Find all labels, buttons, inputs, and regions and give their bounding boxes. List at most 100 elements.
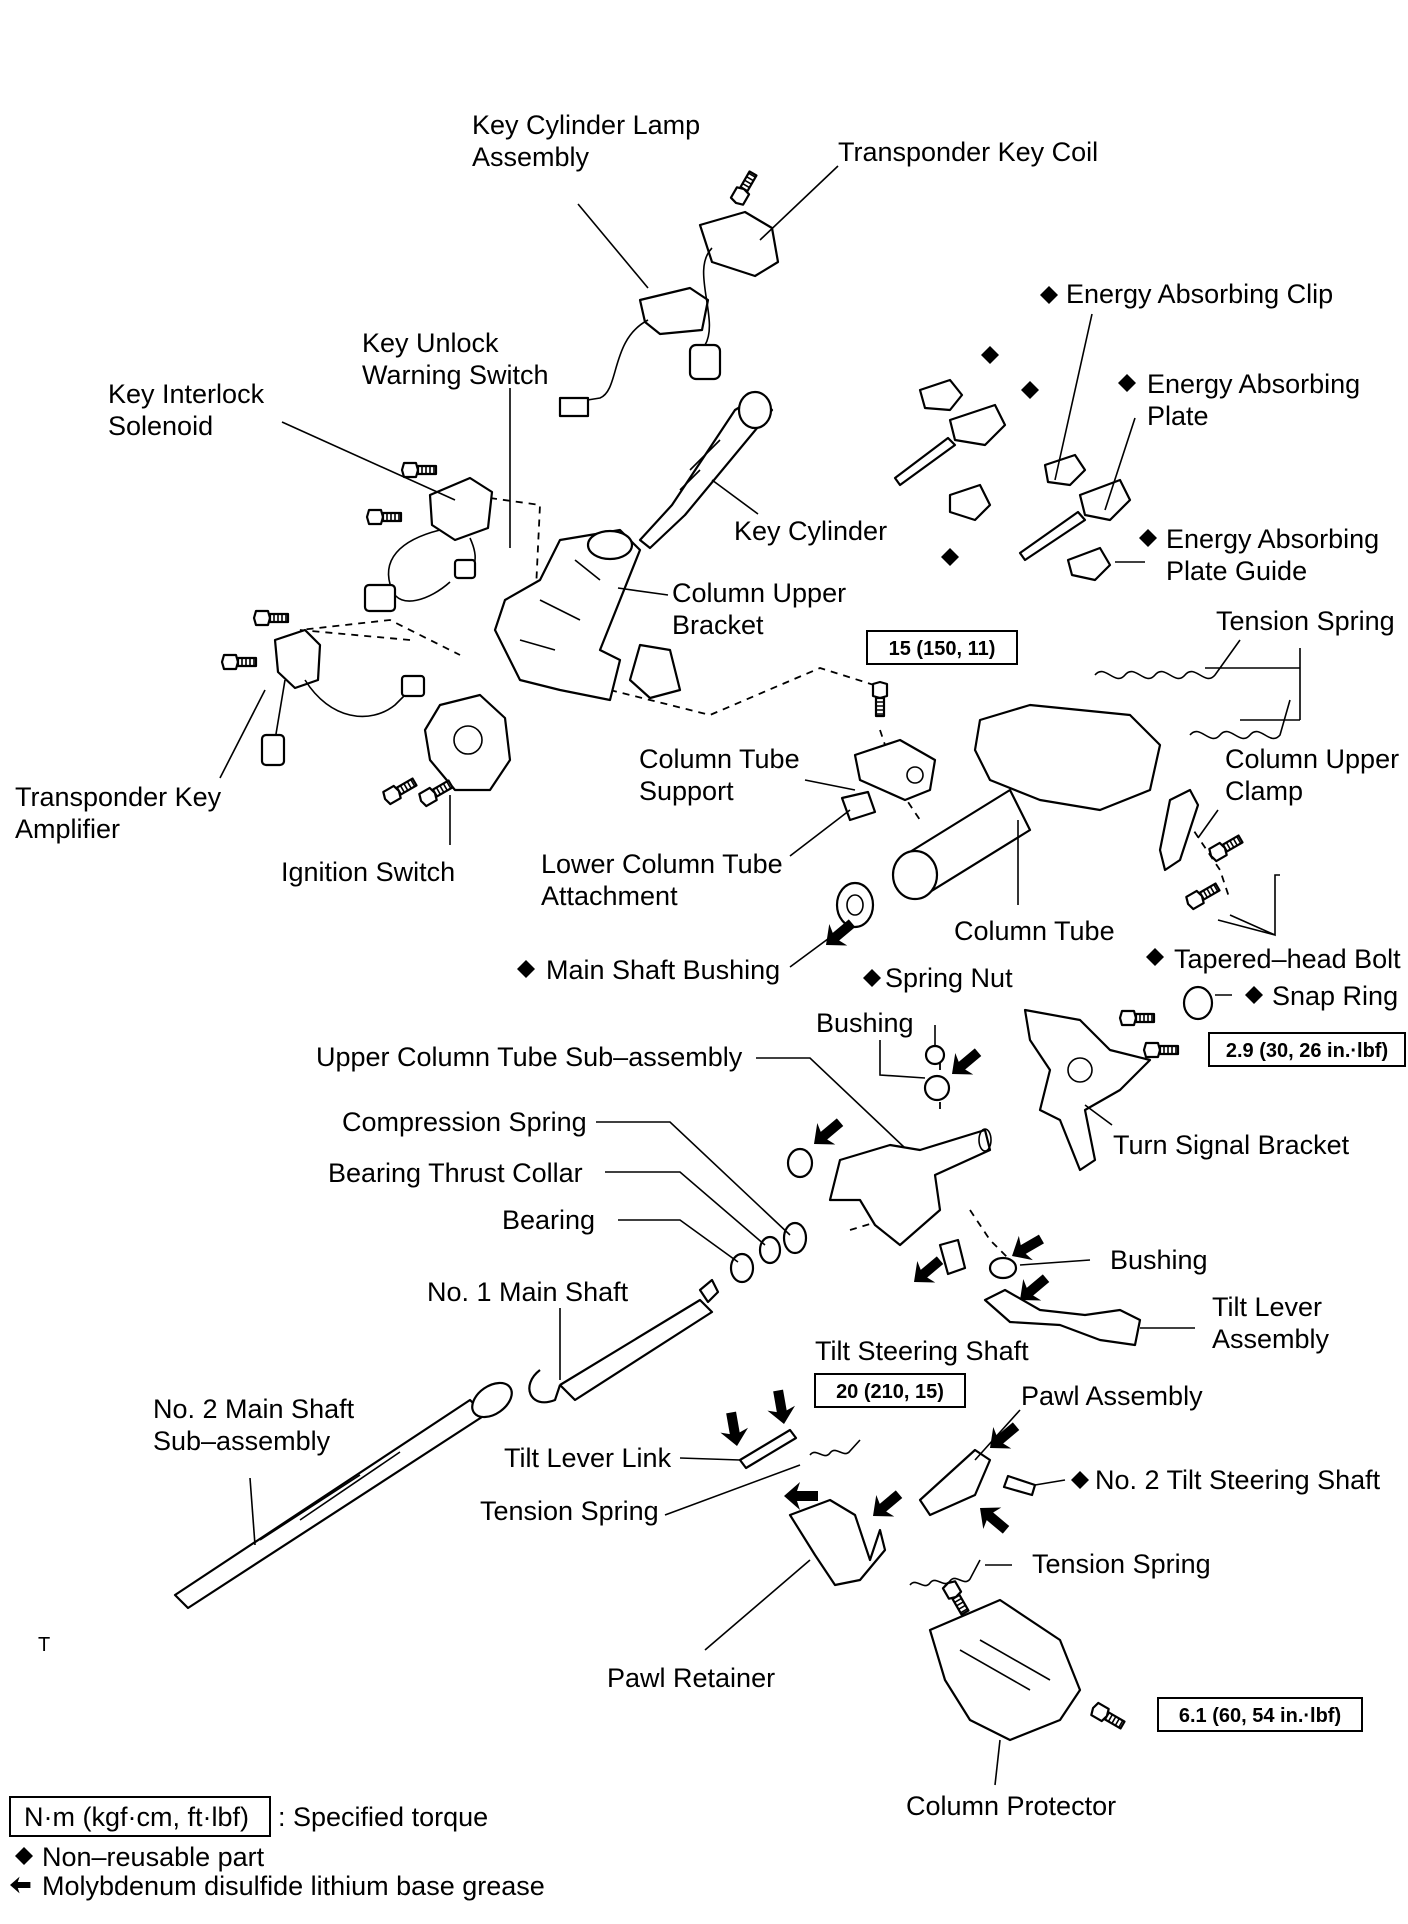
label-key-unlock: Key Unlock <box>362 328 499 358</box>
grease-arrow-icon <box>805 1111 850 1155</box>
column-tube-support-part <box>840 680 937 822</box>
label-bushing-lower: Bushing <box>1110 1245 1208 1275</box>
legend-nonreusable: Non–reusable part <box>42 1842 265 1872</box>
legend: N·m (kgf·cm, ft·lbf) : Specified torque … <box>9 1796 545 1901</box>
label-ignition-switch: Ignition Switch <box>281 857 455 887</box>
torque-15: 15 (150, 11) <box>889 638 996 660</box>
tilt-mechanism-parts <box>738 1428 1037 1587</box>
label-tilt-lever: Tilt Lever <box>1212 1292 1322 1322</box>
label-column-tube-support: Column Tube <box>639 744 800 774</box>
label-column-upper-clamp: Column Upper <box>1225 744 1399 774</box>
column-upper-bracket-part <box>493 528 682 702</box>
leader-lines <box>219 165 1301 1786</box>
label-transponder-amplifier: Transponder Key <box>15 782 222 812</box>
label-tilt-steering-shaft: Tilt Steering Shaft <box>815 1336 1029 1366</box>
grease-arrow-icon <box>864 1483 909 1527</box>
upper-column-tube-part <box>828 1044 992 1247</box>
diamond-icon <box>863 969 881 987</box>
label-corner-mark: T <box>38 1634 50 1656</box>
label-pawl-retainer: Pawl Retainer <box>607 1663 775 1693</box>
label-column-upper-bracket: Column Upper <box>672 578 846 608</box>
torque-6-1: 6.1 (60, 54 in.·lbf) <box>1179 1705 1341 1727</box>
ignition-switch-part <box>380 693 512 809</box>
label-column-tube-support-2: Support <box>639 776 734 806</box>
label-column-upper-bracket-2: Bracket <box>672 610 764 640</box>
label-turn-signal-bracket: Turn Signal Bracket <box>1113 1130 1350 1160</box>
label-lower-attachment-2: Attachment <box>541 881 678 911</box>
label-key-unlock-2: Warning Switch <box>362 360 549 390</box>
diamond-icon <box>1139 529 1157 547</box>
key-cylinder-part <box>638 390 774 550</box>
label-energy-absorbing-guide-2: Plate Guide <box>1166 556 1307 586</box>
tilt-lever-assembly-part <box>938 1238 1142 1347</box>
no1-main-shaft-part <box>528 1278 720 1404</box>
grease-arrow-icon <box>971 1497 1016 1541</box>
grease-arrow-icon <box>764 1388 798 1427</box>
transponder-key-coil-part <box>688 168 780 381</box>
label-compression-spring: Compression Spring <box>342 1107 587 1137</box>
bearing-stack-part <box>729 1147 814 1284</box>
label-tapered-head-bolt: Tapered–head Bolt <box>1174 944 1401 974</box>
label-energy-absorbing-plate: Energy Absorbing <box>1147 369 1360 399</box>
label-bearing-thrust-collar: Bearing Thrust Collar <box>328 1158 583 1188</box>
label-no2-main-shaft-2: Sub–assembly <box>153 1426 331 1456</box>
label-pawl-assembly: Pawl Assembly <box>1021 1381 1203 1411</box>
diamond-icon <box>941 548 959 566</box>
legend-diamond-icon <box>15 1847 33 1865</box>
label-no1-main-shaft: No. 1 Main Shaft <box>427 1277 629 1307</box>
label-bushing-upper: Bushing <box>816 1008 914 1038</box>
grease-arrow-icon <box>981 1415 1026 1459</box>
transponder-key-amplifier-part <box>220 609 426 767</box>
diamond-icon <box>1021 381 1039 399</box>
diamond-icon <box>517 960 535 978</box>
column-tube-part <box>891 703 1246 912</box>
label-upper-column-tube: Upper Column Tube Sub–assembly <box>316 1042 743 1072</box>
label-energy-absorbing-clip: Energy Absorbing Clip <box>1066 279 1333 309</box>
key-cylinder-lamp-part <box>558 286 710 418</box>
grease-arrow-icon <box>943 1041 988 1085</box>
label-column-protector: Column Protector <box>906 1791 1116 1821</box>
label-column-tube: Column Tube <box>954 916 1115 946</box>
torque-spec-boxes: 15 (150, 11) 2.9 (30, 26 in.·lbf) 20 (21… <box>814 630 1406 1732</box>
label-bearing: Bearing <box>502 1205 595 1235</box>
legend-grease-arrow-icon <box>10 1876 31 1894</box>
label-snap-ring: Snap Ring <box>1272 981 1398 1011</box>
torque-20: 20 (210, 15) <box>836 1381 944 1403</box>
no2-main-shaft-part <box>173 1381 513 1610</box>
torque-2-9: 2.9 (30, 26 in.·lbf) <box>1226 1040 1388 1062</box>
diamond-icon <box>1071 1471 1089 1489</box>
label-tension-spring-top: Tension Spring <box>1216 606 1395 636</box>
label-lower-attachment: Lower Column Tube <box>541 849 783 879</box>
diamond-icon <box>981 346 999 364</box>
label-transponder-key-coil: Transponder Key Coil <box>838 137 1098 167</box>
label-key-cylinder-lamp: Key Cylinder Lamp <box>472 110 700 140</box>
label-key-interlock-2: Solenoid <box>108 411 213 441</box>
main-shaft-bushing-part <box>835 881 875 929</box>
label-energy-absorbing-guide: Energy Absorbing <box>1166 524 1379 554</box>
label-energy-absorbing-plate-2: Plate <box>1147 401 1209 431</box>
column-protector-part <box>928 1578 1128 1742</box>
label-main-shaft-bushing: Main Shaft Bushing <box>546 955 780 985</box>
legend-torque-desc: : Specified torque <box>278 1802 488 1832</box>
turn-signal-bracket-part <box>1023 985 1214 1172</box>
label-spring-nut: Spring Nut <box>885 963 1013 993</box>
label-tilt-lever-2: Assembly <box>1212 1324 1330 1354</box>
energy-absorbing-parts <box>893 378 1132 582</box>
grease-arrow-icon <box>717 1410 751 1449</box>
label-column-upper-clamp-2: Clamp <box>1225 776 1303 806</box>
part-labels: Key Cylinder Lamp Assembly Transponder K… <box>15 110 1401 1821</box>
legend-grease: Molybdenum disulfide lithium base grease <box>42 1871 545 1901</box>
diamond-icon <box>1118 374 1136 392</box>
diamond-icon <box>1146 948 1164 966</box>
diamond-icon <box>1245 986 1263 1004</box>
label-key-cylinder: Key Cylinder <box>734 516 887 546</box>
diamond-icon <box>1040 286 1058 304</box>
label-tension-spring-left: Tension Spring <box>480 1496 659 1526</box>
label-no2-main-shaft: No. 2 Main Shaft <box>153 1394 355 1424</box>
label-tilt-lever-link: Tilt Lever Link <box>504 1443 672 1473</box>
legend-torque-unit: N·m (kgf·cm, ft·lbf) <box>24 1802 249 1832</box>
label-key-cylinder-lamp-2: Assembly <box>472 142 590 172</box>
key-interlock-solenoid-part <box>363 461 494 613</box>
tension-springs-top <box>1094 639 1291 740</box>
